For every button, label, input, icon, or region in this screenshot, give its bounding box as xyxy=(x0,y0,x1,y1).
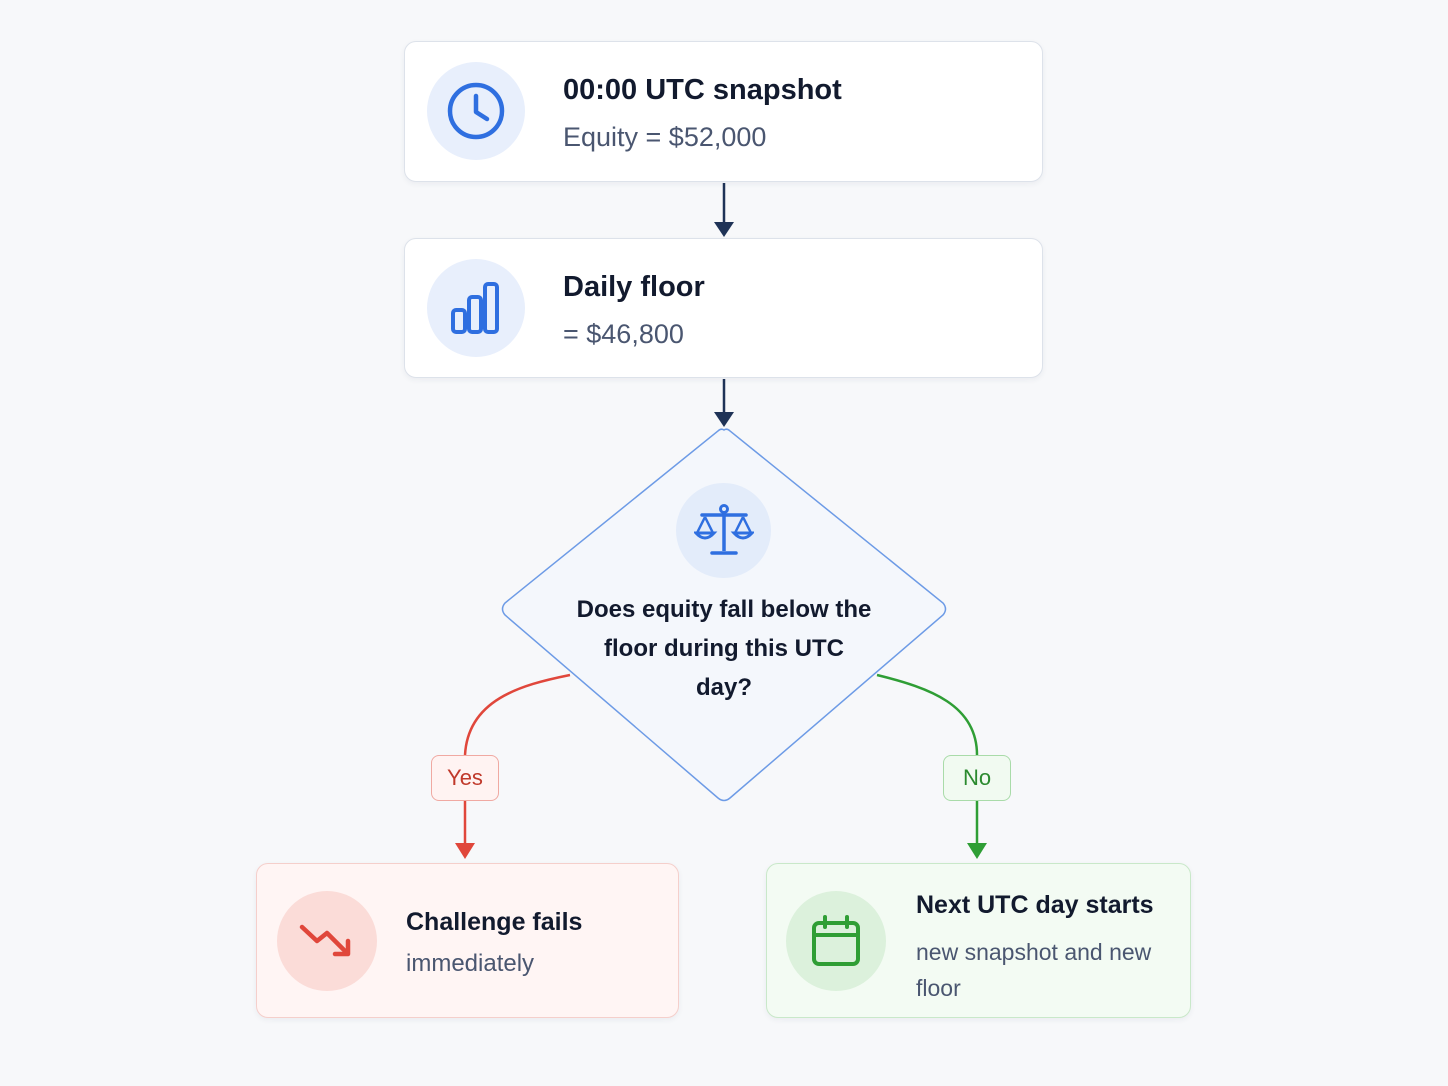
yes-arrowhead xyxy=(455,843,475,859)
next-day-subtitle: new snapshot and new floor xyxy=(916,939,1152,1001)
no-branch-connector xyxy=(876,673,979,756)
scales-icon xyxy=(676,483,771,578)
challenge-fails-title: Challenge fails xyxy=(406,908,583,936)
arrowhead-floor-to-decision xyxy=(714,412,734,427)
yes-label: Yes xyxy=(431,755,499,801)
bar-chart-icon xyxy=(427,259,525,357)
daily-floor-card: Daily floor = $46,800 xyxy=(404,238,1043,378)
snapshot-title: 00:00 UTC snapshot xyxy=(563,74,842,106)
snapshot-equity: Equity = $52,000 xyxy=(563,122,767,152)
decision-question: Does equity fall below the floor during … xyxy=(576,596,872,701)
arrowhead-snapshot-to-floor xyxy=(714,222,734,237)
yes-branch-connector xyxy=(463,673,571,756)
challenge-fails-card: Challenge fails immediately xyxy=(256,863,679,1018)
challenge-fails-subtitle: immediately xyxy=(406,950,535,977)
daily-floor-value: = $46,800 xyxy=(563,319,684,349)
trend-down-icon xyxy=(277,891,377,991)
calendar-icon xyxy=(786,891,886,991)
next-day-title: Next UTC day starts xyxy=(916,891,1154,919)
no-label: No xyxy=(943,755,1011,801)
clock-icon xyxy=(427,62,525,160)
next-day-card: Next UTC day starts new snapshot and new… xyxy=(766,863,1191,1018)
no-arrowhead xyxy=(967,843,987,859)
decision-diamond xyxy=(501,428,947,802)
daily-floor-title: Daily floor xyxy=(563,271,705,303)
snapshot-card: 00:00 UTC snapshot Equity = $52,000 xyxy=(404,41,1043,182)
